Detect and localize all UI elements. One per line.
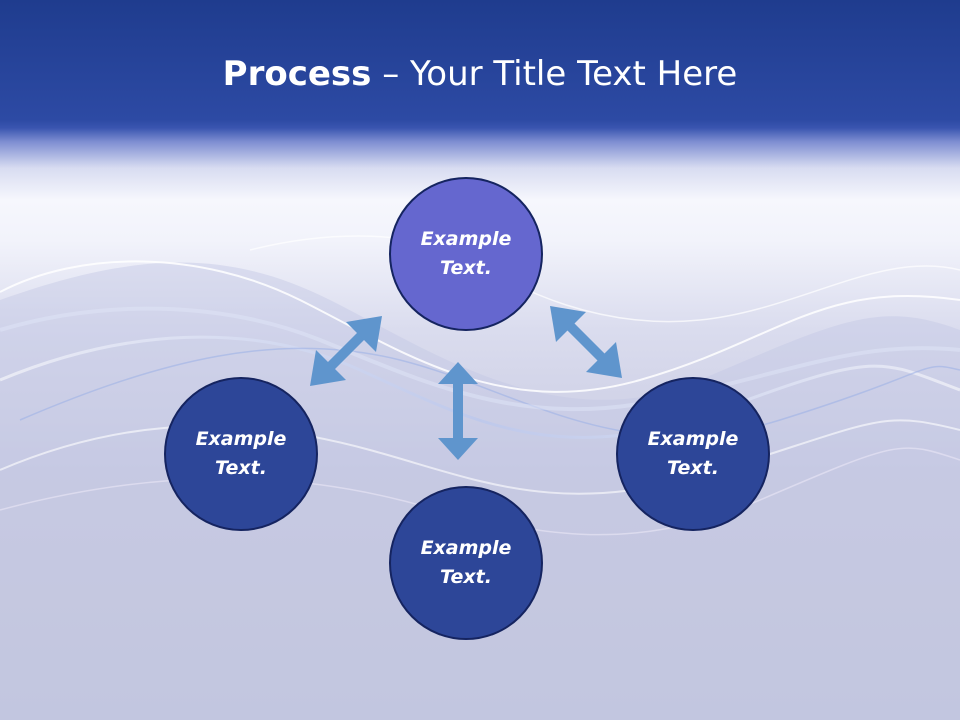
node-top-label: Example Text. bbox=[411, 225, 521, 283]
arrow-top-bottom bbox=[438, 362, 478, 460]
node-right-line1: Example bbox=[647, 428, 739, 450]
node-right: Example Text. bbox=[616, 377, 770, 531]
node-right-line2: Text. bbox=[667, 457, 719, 479]
node-bottom-line1: Example bbox=[420, 537, 512, 559]
node-top: Example Text. bbox=[389, 177, 543, 331]
title-separator: – bbox=[371, 54, 411, 94]
slide-title: Process – Your Title Text Here bbox=[0, 50, 960, 98]
title-bold: Process bbox=[222, 54, 372, 94]
node-left-label: Example Text. bbox=[186, 425, 296, 483]
node-bottom-label: Example Text. bbox=[411, 534, 521, 592]
node-top-line2: Text. bbox=[440, 257, 492, 279]
arrow-top-left bbox=[310, 316, 382, 386]
node-left: Example Text. bbox=[164, 377, 318, 531]
node-bottom-line2: Text. bbox=[440, 566, 492, 588]
node-right-label: Example Text. bbox=[638, 425, 748, 483]
node-bottom: Example Text. bbox=[389, 486, 543, 640]
arrow-top-right bbox=[550, 306, 622, 378]
title-rest: Your Title Text Here bbox=[410, 54, 738, 94]
node-left-line2: Text. bbox=[215, 457, 267, 479]
node-top-line1: Example bbox=[420, 228, 512, 250]
node-left-line1: Example bbox=[195, 428, 287, 450]
